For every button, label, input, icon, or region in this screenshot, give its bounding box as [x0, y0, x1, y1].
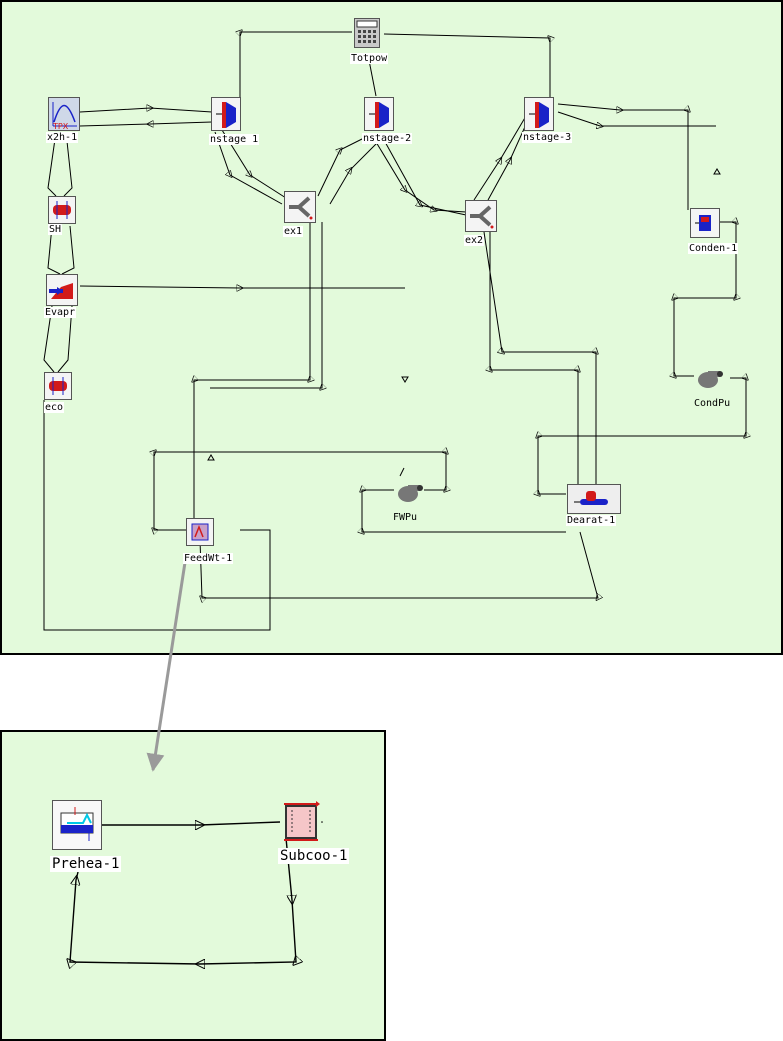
evaporator-icon[interactable] — [46, 274, 78, 306]
splitter-icon[interactable] — [284, 191, 316, 223]
svg-text:TPX: TPX — [52, 122, 69, 130]
block-label-sh: SH — [48, 224, 63, 235]
block-label-conden: Conden-1 — [688, 243, 739, 254]
block-label-fwpu: FWPu — [393, 512, 418, 523]
condenser-icon[interactable] — [690, 208, 720, 238]
block-label-ex2: ex2 — [464, 235, 485, 246]
turbine-icon[interactable] — [524, 97, 554, 131]
block-label-evapr: Evapr — [44, 307, 77, 318]
preheater-icon[interactable] — [52, 800, 102, 850]
pump-icon[interactable] — [694, 368, 724, 390]
splitter-icon[interactable] — [465, 200, 497, 232]
feedwater-heater-icon[interactable] — [186, 518, 214, 546]
calculator-icon[interactable] — [354, 18, 380, 48]
block-label-condpu: CondPu — [694, 398, 731, 409]
block-label-dearat: Dearat-1 — [566, 515, 617, 526]
heater-icon[interactable] — [44, 372, 72, 400]
feedwater-subflowsheet-panel — [0, 730, 386, 1041]
block-label-prehea: Prehea-1 — [50, 856, 122, 872]
block-label-eco: eco — [44, 402, 65, 413]
block-label-nstage-3: nstage-3 — [522, 132, 573, 143]
block-label-ex1: ex1 — [283, 226, 304, 237]
deaerator-icon[interactable] — [567, 484, 621, 514]
block-label-nstage-1: nstage 1 — [209, 134, 260, 145]
plot-icon[interactable]: TPX — [48, 97, 80, 131]
heater-icon[interactable] — [48, 196, 76, 224]
turbine-icon[interactable] — [364, 97, 394, 131]
turbine-icon[interactable] — [211, 97, 241, 131]
block-label-feedwt: FeedWt-1 — [183, 553, 234, 564]
block-label-nstage-2: nstage-2 — [362, 133, 413, 144]
block-label-x2h: x2h-1 — [46, 132, 79, 143]
subcooler-icon[interactable] — [280, 800, 324, 842]
block-label-subcoo: Subcoo-1 — [278, 848, 350, 864]
block-label-totpow: Totpow — [350, 53, 389, 64]
pump-icon[interactable] — [394, 482, 424, 504]
